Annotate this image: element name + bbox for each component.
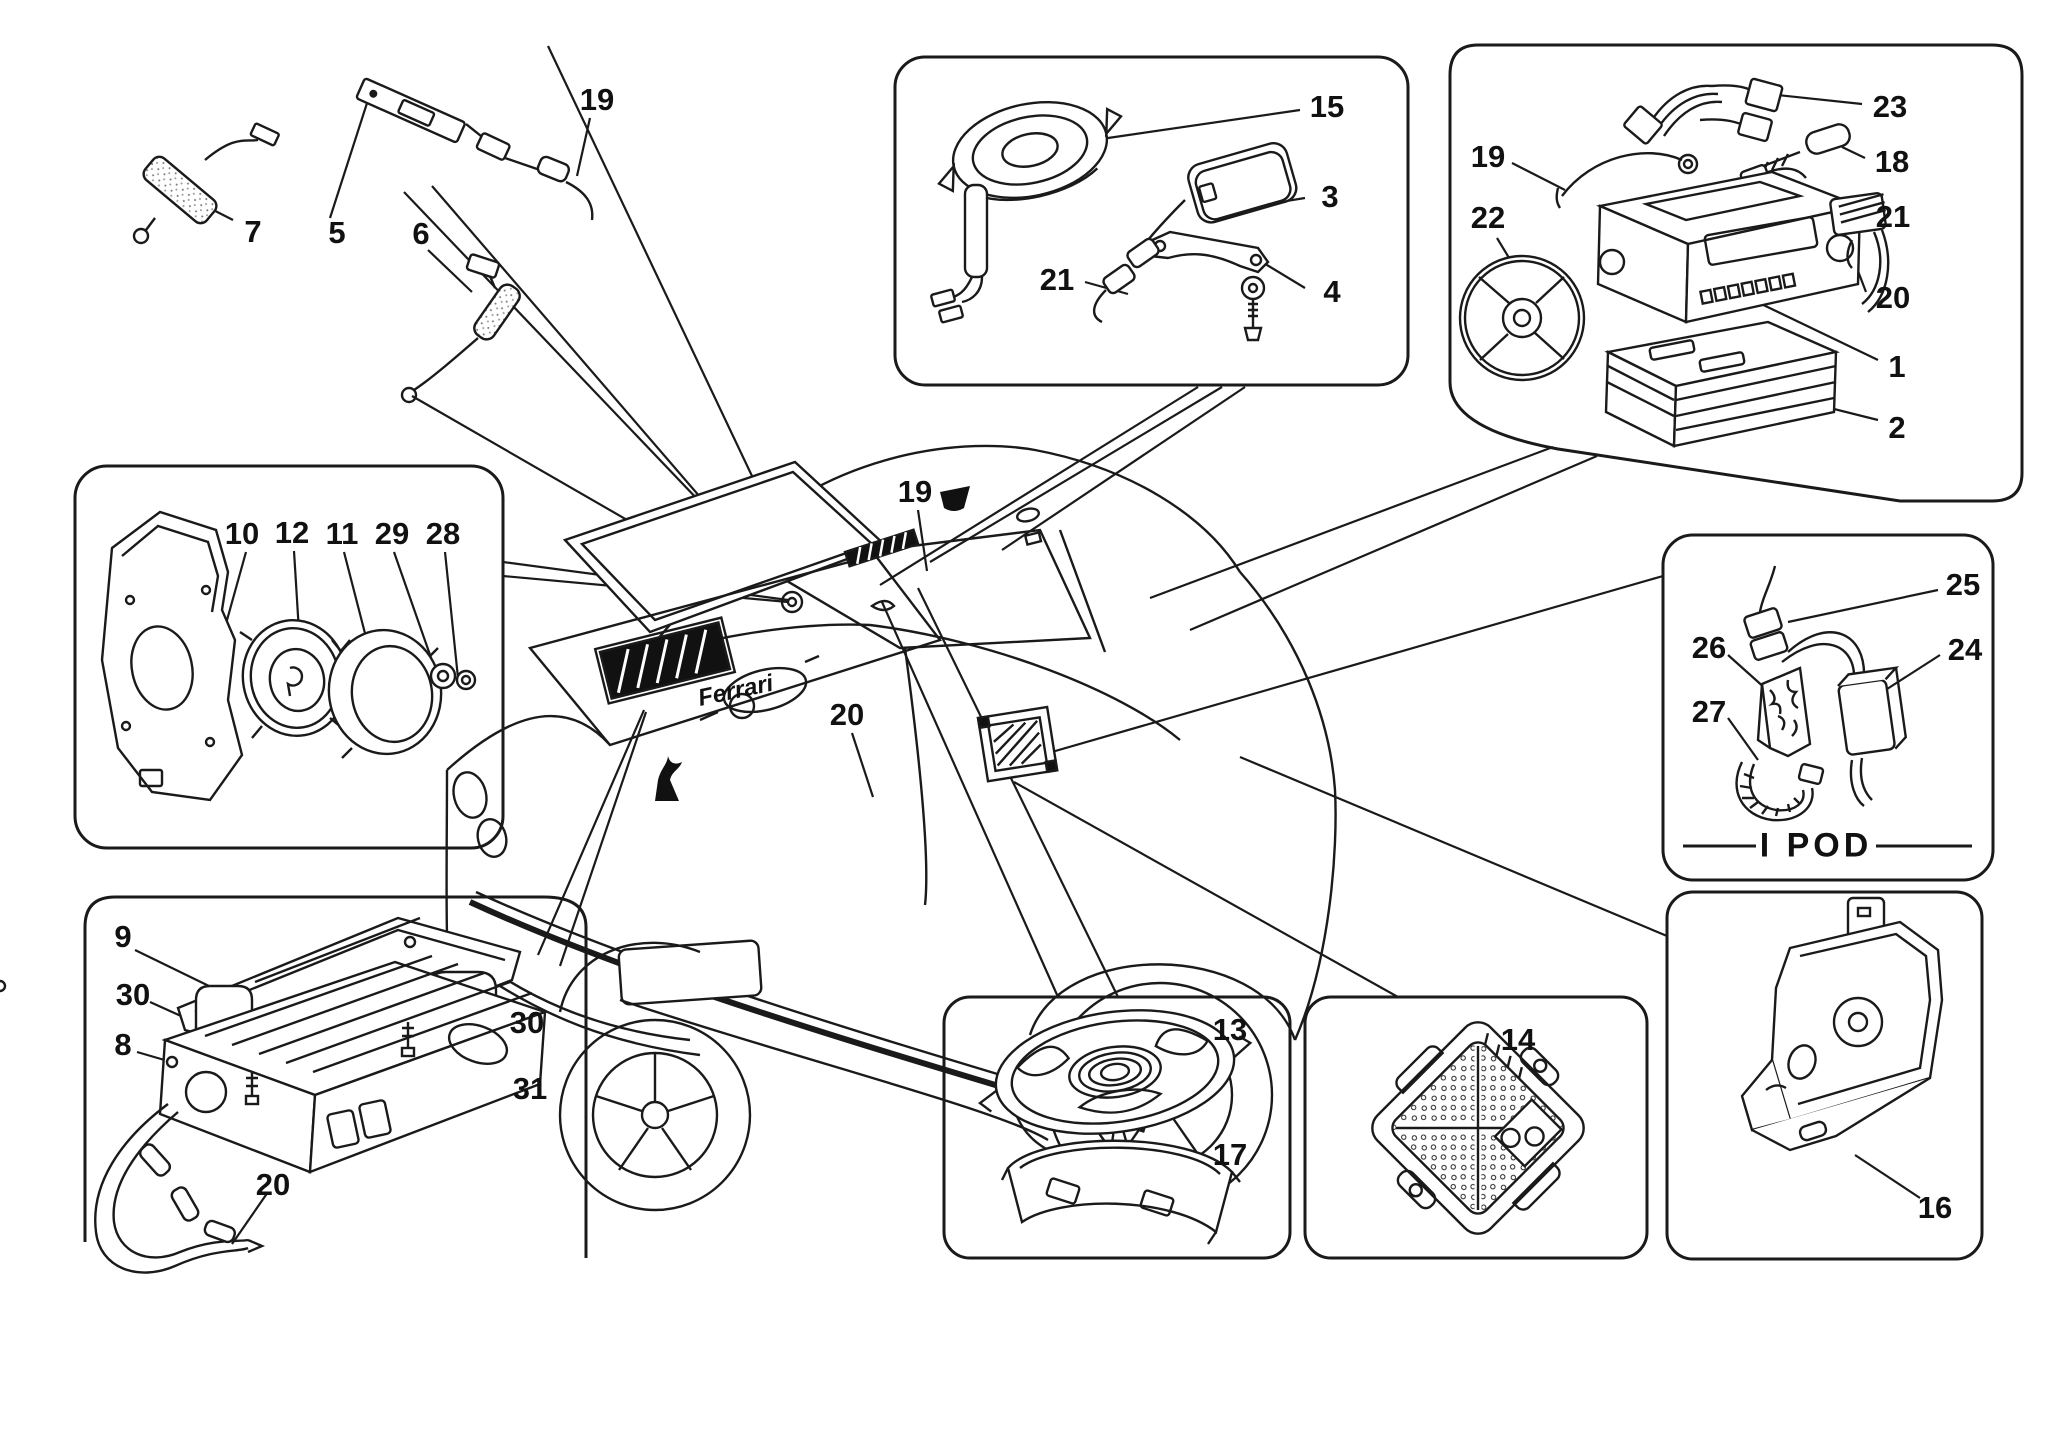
callout-7: 7: [244, 214, 262, 249]
car-ecu-module: [976, 705, 1059, 783]
callout-22: 22: [1470, 200, 1506, 235]
part-door-panel-10: [100, 510, 244, 802]
callout-11: 11: [325, 516, 359, 551]
box-ipod: [1661, 533, 1995, 882]
part-inline-filter-18: [1757, 123, 1851, 175]
part-gps-bracket-4: [1146, 230, 1270, 342]
part-subwoofer-cover-17: [1000, 1139, 1241, 1245]
callout-21-radio: 21: [1875, 199, 1911, 234]
callout-30-right: 30: [509, 1005, 545, 1040]
part-ipod-adapter-24: [1837, 666, 1908, 807]
part-speaker-ring-11: [327, 628, 443, 759]
callout-1: 1: [1888, 349, 1906, 384]
part-washer-29: [429, 662, 457, 690]
part-ribbed-sleeve-27: [1735, 761, 1825, 822]
callout-3: 3: [1321, 179, 1339, 214]
part-cd-changer-2: [1604, 320, 1840, 448]
callout-20-amp: 20: [255, 1167, 291, 1202]
callout-17: 17: [1212, 1137, 1248, 1172]
part-antenna-cable-19r: [1555, 151, 1699, 209]
callout-4: 4: [1323, 274, 1341, 309]
callout-26: 26: [1691, 630, 1727, 665]
callout-5: 5: [328, 215, 346, 250]
callout-6: 6: [412, 216, 430, 251]
callout-27: 27: [1691, 694, 1727, 729]
callout-19-topleft: 19: [579, 82, 615, 117]
callout-15: 15: [1309, 89, 1345, 124]
callout-30-left: 30: [115, 977, 151, 1012]
part-mounting-bracket-16: [1740, 896, 1944, 1152]
callout-16: 16: [1917, 1190, 1953, 1225]
callout-18: 18: [1874, 144, 1910, 179]
part-ipod-connector-25: [1743, 565, 1866, 681]
part-shelf-speaker-15: [930, 100, 1123, 324]
part-amplifier-8: [158, 954, 549, 1174]
part-head-unit-1: [1595, 170, 1890, 324]
prancing-horse-icon: [655, 756, 682, 801]
box-shelf-speaker-gps: [893, 55, 1410, 387]
callout-24: 24: [1947, 632, 1983, 667]
box-door-speaker: [73, 464, 505, 850]
callout-29: 29: [374, 516, 410, 551]
part-foam-pad-26: [1756, 666, 1812, 758]
box-radio-unit: [1448, 43, 2024, 503]
box-amplifier: [83, 895, 588, 1258]
part-amplifier-ecu-14: [1371, 1021, 1585, 1235]
callout-19-radio: 19: [1470, 139, 1506, 174]
part-antenna-amplifier-7: [132, 122, 280, 245]
group-boxes: [73, 43, 2024, 1261]
callout-2: 2: [1888, 410, 1906, 445]
part-screws-31: [244, 1022, 416, 1106]
callout-20-car: 20: [829, 697, 865, 732]
callout-14: 14: [1500, 1022, 1536, 1057]
callout-8: 8: [114, 1027, 132, 1062]
part-antenna-element-5: [355, 77, 594, 221]
callout-20-radio: 20: [1875, 280, 1911, 315]
callout-31: 31: [512, 1071, 548, 1106]
callout-12: 12: [274, 515, 310, 550]
callout-10: 10: [224, 516, 260, 551]
part-subwoofer-13: [978, 1009, 1253, 1149]
box-bracket16: [1665, 890, 1984, 1261]
part-wiring-connectors-23: [1623, 77, 1784, 145]
part-gps-cable-21: [1093, 199, 1186, 324]
box-ecu: [1303, 995, 1649, 1260]
callout-23: 23: [1872, 89, 1908, 124]
callout-13: 13: [1212, 1012, 1248, 1047]
callout-19-car: 19: [897, 474, 933, 509]
callout-9: 9: [114, 919, 132, 954]
part-nut-28: [455, 669, 477, 691]
callout-28: 28: [425, 516, 461, 551]
part-gps-antenna-3: [1187, 142, 1298, 224]
roof-antenna-mark: [940, 486, 970, 511]
callout-25: 25: [1945, 567, 1981, 602]
callout-21-shelf: 21: [1039, 262, 1075, 297]
ipod-section-label: I POD: [1759, 826, 1873, 865]
part-cables-20-amp: [94, 1103, 266, 1274]
part-antenna-filter-6: [400, 253, 521, 404]
part-cd-disc-22: [1458, 254, 1586, 382]
